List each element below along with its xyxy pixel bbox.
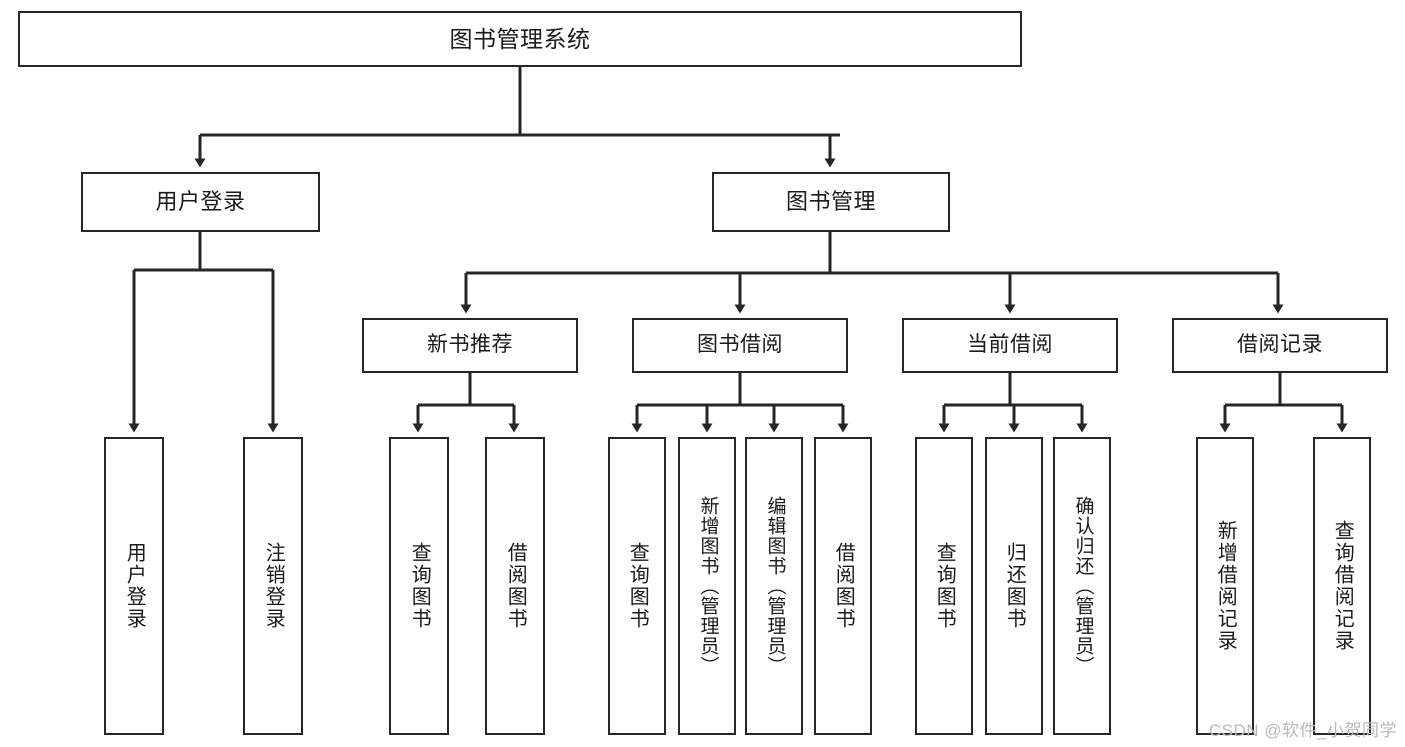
node-leaf-query-book-3[interactable]: 查询图书 — [915, 437, 973, 735]
node-leaf-query-book-2-label: 查询图书 — [626, 542, 649, 630]
node-book-manage[interactable]: 图书管理 — [712, 172, 950, 232]
node-leaf-return-book[interactable]: 归还图书 — [985, 437, 1043, 735]
node-leaf-query-book-2[interactable]: 查询图书 — [608, 437, 666, 735]
node-new-book-rec-label: 新书推荐 — [427, 333, 513, 357]
node-leaf-query-book-3-label: 查询图书 — [933, 542, 956, 630]
node-leaf-add-book-label: 新增图书（管理员） — [697, 496, 719, 676]
node-user-login[interactable]: 用户登录 — [81, 172, 320, 232]
node-leaf-confirm-return-label: 确认归还（管理员） — [1072, 496, 1094, 676]
node-current-borrow-label: 当前借阅 — [967, 333, 1053, 357]
node-leaf-query-record-label: 查询借阅记录 — [1331, 520, 1354, 652]
node-leaf-query-record[interactable]: 查询借阅记录 — [1313, 437, 1371, 735]
node-book-borrow[interactable]: 图书借阅 — [632, 318, 848, 373]
node-leaf-user-login[interactable]: 用户登录 — [104, 437, 164, 735]
node-borrow-record-label: 借阅记录 — [1237, 333, 1323, 357]
node-leaf-add-record-label: 新增借阅记录 — [1214, 520, 1237, 652]
node-leaf-borrow-book-1[interactable]: 借阅图书 — [485, 437, 545, 735]
node-new-book-rec[interactable]: 新书推荐 — [362, 318, 578, 373]
node-leaf-query-book-1[interactable]: 查询图书 — [389, 437, 449, 735]
node-root-label: 图书管理系统 — [449, 25, 591, 52]
node-leaf-logout-label: 注销登录 — [262, 542, 285, 630]
node-leaf-borrow-book-2[interactable]: 借阅图书 — [814, 437, 872, 735]
node-borrow-record[interactable]: 借阅记录 — [1172, 318, 1388, 373]
node-leaf-return-book-label: 归还图书 — [1003, 542, 1026, 630]
node-book-borrow-label: 图书借阅 — [697, 333, 783, 357]
node-leaf-borrow-book-2-label: 借阅图书 — [832, 542, 855, 630]
node-leaf-add-record[interactable]: 新增借阅记录 — [1196, 437, 1254, 735]
node-user-login-label: 用户登录 — [155, 189, 246, 215]
node-current-borrow[interactable]: 当前借阅 — [902, 318, 1118, 373]
watermark: CSDN @软件_小贺同学 — [1208, 721, 1397, 740]
node-leaf-borrow-book-1-label: 借阅图书 — [504, 542, 527, 630]
node-leaf-edit-book[interactable]: 编辑图书（管理员） — [745, 437, 803, 735]
node-leaf-logout[interactable]: 注销登录 — [243, 437, 303, 735]
node-leaf-query-book-1-label: 查询图书 — [408, 542, 431, 630]
node-leaf-add-book[interactable]: 新增图书（管理员） — [678, 437, 736, 735]
node-leaf-user-login-label: 用户登录 — [123, 542, 146, 630]
node-leaf-confirm-return[interactable]: 确认归还（管理员） — [1053, 437, 1111, 735]
node-leaf-edit-book-label: 编辑图书（管理员） — [764, 496, 786, 676]
node-root[interactable]: 图书管理系统 — [18, 11, 1022, 67]
node-book-manage-label: 图书管理 — [785, 189, 876, 215]
